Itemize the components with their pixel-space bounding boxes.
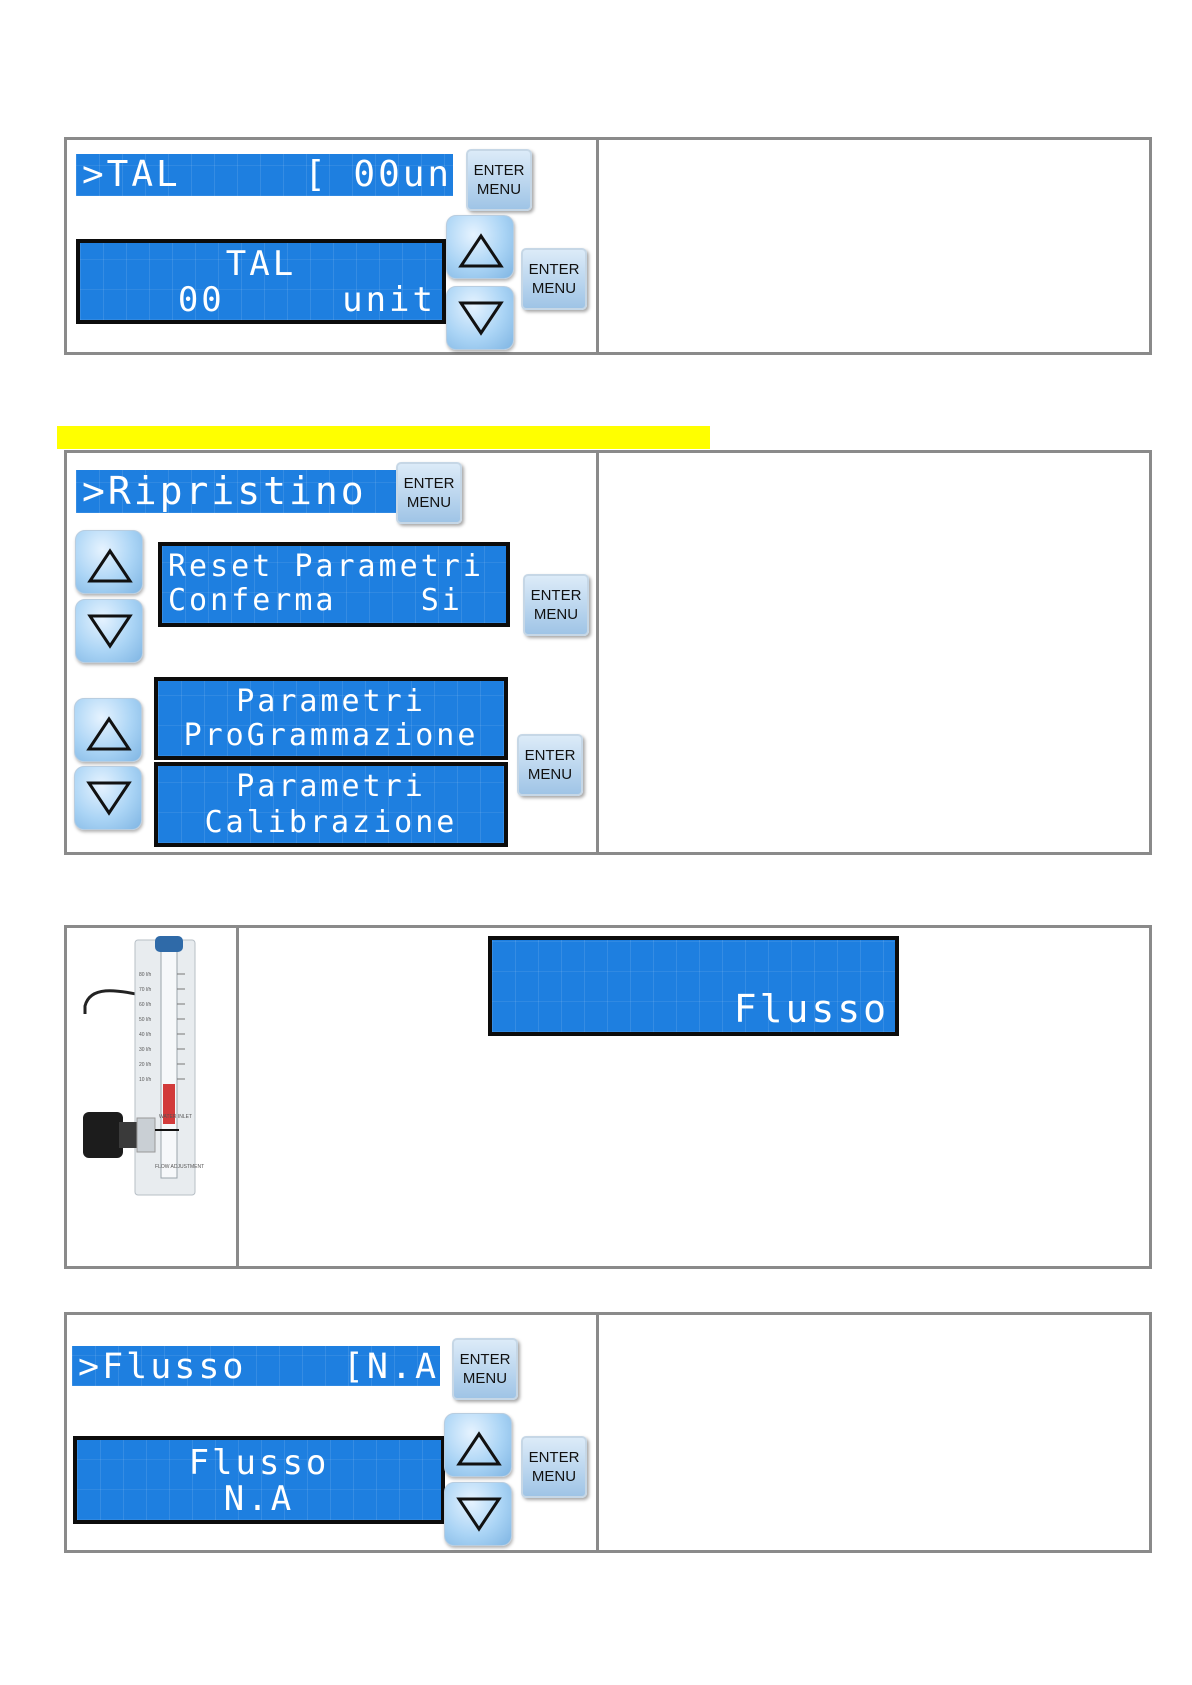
ripristino-table: >Ripristino ENTER MENU Reset Parametri C… bbox=[64, 450, 1152, 855]
programmazione-display-line-1: Parametri bbox=[236, 684, 426, 719]
ripristino-menu-line: >Ripristino bbox=[76, 470, 396, 513]
programmazione-display-line-2: ProGrammazione bbox=[183, 718, 479, 753]
scale-label: 70 l/h bbox=[139, 987, 151, 993]
flusso-table: >Flusso [N.A.] ENTER MENU Flusso N.A ENT… bbox=[64, 1312, 1152, 1553]
enter-key-label: ENTER bbox=[524, 747, 576, 764]
scale-label: 80 l/h bbox=[139, 972, 151, 978]
reset-up-button[interactable] bbox=[75, 530, 143, 594]
flusso-display-line-1: Flusso bbox=[188, 1443, 330, 1483]
arrow-up-icon bbox=[458, 233, 504, 268]
tal-display-line-2: 00 unit bbox=[177, 280, 436, 320]
tal-display-line-1: TAL bbox=[225, 244, 297, 284]
flusso-down-button[interactable] bbox=[444, 1482, 512, 1546]
tal-enter-menu-side-button[interactable]: ENTER MENU bbox=[521, 248, 587, 310]
scale-label: 60 l/h bbox=[139, 1002, 151, 1008]
reset-display-line-2: Conferma Si bbox=[168, 583, 463, 618]
menu-key-label: MENU bbox=[531, 280, 577, 297]
tal-enter-menu-button[interactable]: ENTER MENU bbox=[466, 149, 532, 211]
scale-label: 30 l/h bbox=[139, 1047, 151, 1053]
ripristino-enter-menu-button[interactable]: ENTER MENU bbox=[396, 462, 462, 524]
adjust-label: FLOW ADJUSTMENT bbox=[155, 1164, 204, 1170]
inlet-label: WATER INLET bbox=[159, 1114, 192, 1120]
tal-up-button[interactable] bbox=[446, 215, 514, 279]
scale-label: 40 l/h bbox=[139, 1032, 151, 1038]
flow-sensor-table: 80 l/h 70 l/h 60 l/h 50 l/h 40 l/h 30 l/… bbox=[64, 925, 1152, 1269]
arrow-down-icon bbox=[87, 614, 133, 649]
menu-key-label: MENU bbox=[462, 1370, 508, 1387]
arrow-up-icon bbox=[456, 1431, 502, 1466]
arrow-up-icon bbox=[87, 548, 133, 583]
params-down-button[interactable] bbox=[74, 766, 142, 830]
enter-key-label: ENTER bbox=[530, 587, 582, 604]
scale-label: 50 l/h bbox=[139, 1017, 151, 1023]
calibrazione-display-line-1: Parametri bbox=[236, 769, 426, 804]
flusso-menu-line: >Flusso [N.A.] bbox=[72, 1346, 440, 1386]
reset-enter-menu-button[interactable]: ENTER MENU bbox=[523, 574, 589, 636]
tal-display: TAL 00 unit bbox=[76, 239, 446, 324]
arrow-down-icon bbox=[458, 301, 504, 336]
reset-down-button[interactable] bbox=[75, 599, 143, 663]
params-enter-menu-button[interactable]: ENTER MENU bbox=[517, 734, 583, 796]
menu-key-label: MENU bbox=[531, 1468, 577, 1485]
highlight-bar bbox=[57, 426, 710, 449]
scale-label: 10 l/h bbox=[139, 1077, 151, 1083]
programmazione-display: Parametri ProGrammazione bbox=[154, 677, 508, 760]
enter-key-label: ENTER bbox=[459, 1351, 511, 1368]
enter-key-label: ENTER bbox=[473, 162, 525, 179]
flusso-column-divider bbox=[596, 1315, 599, 1550]
ripristino-column-divider bbox=[596, 453, 599, 852]
flusso-up-button[interactable] bbox=[444, 1413, 512, 1477]
flow-sensor-display-line-2: Flusso bbox=[733, 987, 889, 1031]
enter-key-label: ENTER bbox=[528, 261, 580, 278]
enter-key-label: ENTER bbox=[403, 475, 455, 492]
reset-display-line-1: Reset Parametri bbox=[168, 549, 484, 584]
menu-key-label: MENU bbox=[476, 181, 522, 198]
menu-key-label: MENU bbox=[406, 494, 452, 511]
scale-label: 20 l/h bbox=[139, 1062, 151, 1068]
menu-key-label: MENU bbox=[533, 606, 579, 623]
flow-meter-image: 80 l/h 70 l/h 60 l/h 50 l/h 40 l/h 30 l/… bbox=[83, 936, 204, 1196]
arrow-down-icon bbox=[86, 781, 132, 816]
flusso-enter-menu-button[interactable]: ENTER MENU bbox=[452, 1338, 518, 1400]
flusso-display-line-2: N.A bbox=[223, 1479, 295, 1519]
flusso-enter-menu-side-button[interactable]: ENTER MENU bbox=[521, 1436, 587, 1498]
flow-sensor-column-divider bbox=[236, 928, 239, 1266]
enter-key-label: ENTER bbox=[528, 1449, 580, 1466]
flusso-display: Flusso N.A bbox=[73, 1436, 445, 1524]
calibrazione-display: Parametri Calibrazione bbox=[154, 762, 508, 847]
params-up-button[interactable] bbox=[74, 698, 142, 762]
tal-down-button[interactable] bbox=[446, 286, 514, 350]
reset-display: Reset Parametri Conferma Si bbox=[158, 542, 510, 627]
arrow-down-icon bbox=[456, 1497, 502, 1532]
menu-key-label: MENU bbox=[527, 766, 573, 783]
tal-column-divider bbox=[596, 140, 599, 352]
flow-sensor-display: Flusso bbox=[488, 936, 899, 1036]
arrow-up-icon bbox=[86, 716, 132, 751]
calibrazione-display-line-2: Calibrazione bbox=[204, 805, 458, 840]
